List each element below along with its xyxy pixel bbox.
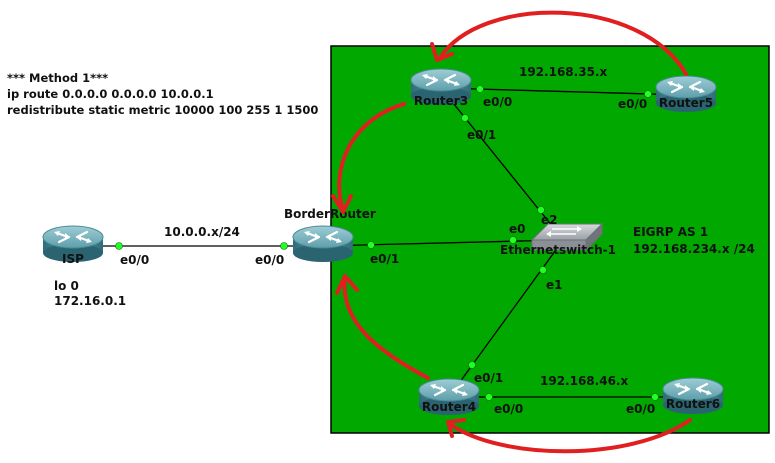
arrow-router6-to-router4-head <box>446 418 466 438</box>
eigrp-subnet-label: 192.168.234.x /24 <box>633 242 755 256</box>
port-dot <box>367 241 375 249</box>
ethernet-switch[interactable] <box>530 222 604 252</box>
arrow-router4-to-border-head <box>335 274 359 295</box>
router-4[interactable]: Router4 <box>417 377 481 417</box>
router-border[interactable] <box>291 224 355 264</box>
border-if-switch-label: e0/1 <box>370 252 399 266</box>
config-note-line-3: redistribute static metric 10000 100 255… <box>7 103 319 117</box>
subnet-46-label: 192.168.46.x <box>540 374 628 388</box>
port-dot <box>280 242 288 250</box>
router3-if-r5-label: e0/0 <box>483 95 512 109</box>
switch-port-e0-label: e0 <box>509 222 526 236</box>
router-5[interactable]: Router5 <box>654 74 718 114</box>
config-note-line-1: *** Method 1*** <box>7 71 109 85</box>
port-dot <box>476 85 484 93</box>
route-arrows <box>331 10 692 454</box>
port-dot <box>537 206 545 214</box>
router3-if-switch-label: e0/1 <box>467 128 496 142</box>
router-3[interactable]: Router3 <box>409 67 473 108</box>
link-router3-switch[interactable] <box>440 87 558 233</box>
isp-loopback-label: lo 0 <box>54 279 79 293</box>
router5-if-r3-label: e0/0 <box>618 97 647 111</box>
port-dot <box>115 242 123 250</box>
arrow-router3-to-border <box>337 102 406 212</box>
switch-port-e1-label: e1 <box>546 278 563 292</box>
isp-loopback-ip: 172.16.0.1 <box>54 294 126 308</box>
arrow-router6-to-router4 <box>448 418 692 454</box>
arrow-router5-to-router3-head <box>430 42 454 62</box>
router-6[interactable]: Router6 <box>661 376 725 416</box>
eigrp-as-label: EIGRP AS 1 <box>633 225 708 239</box>
port-dot <box>461 114 469 122</box>
port-dot <box>468 361 476 369</box>
link-dots <box>115 85 659 401</box>
link-border-switch[interactable] <box>322 239 561 247</box>
arrow-router3-to-border-head <box>331 194 353 214</box>
router4-if-r6-label: e0/0 <box>494 402 523 416</box>
router6-label: Router6 <box>666 397 720 411</box>
subnet-35-label: 192.168.35.x <box>519 65 607 79</box>
isp-interface-label: e0/0 <box>120 253 149 267</box>
router-isp[interactable]: ISP <box>41 224 105 266</box>
router4-if-switch-label: e0/1 <box>474 371 503 385</box>
arrow-router4-to-border <box>342 276 430 380</box>
border-if-isp-label: e0/0 <box>255 253 284 267</box>
router-isp-label: ISP <box>62 252 84 266</box>
arrow-router5-to-router3 <box>438 10 688 76</box>
router5-label: Router5 <box>659 96 713 110</box>
isp-link-subnet-label: 10.0.0.x/24 <box>164 225 240 239</box>
port-dot <box>509 236 517 244</box>
switch-port-e2-label: e2 <box>541 213 558 227</box>
config-note-line-2: ip route 0.0.0.0 0.0.0.0 10.0.0.1 <box>7 87 214 101</box>
switch-name-label: Ethernetswitch-1 <box>500 243 616 257</box>
port-dot <box>651 393 659 401</box>
config-note: *** Method 1*** ip route 0.0.0.0 0.0.0.0 … <box>7 70 318 118</box>
router3-label: Router3 <box>414 94 468 108</box>
port-dot <box>485 393 493 401</box>
port-dot <box>539 266 547 274</box>
border-router-label: BorderRouter <box>284 207 376 221</box>
router6-if-r4-label: e0/0 <box>626 402 655 416</box>
port-dot <box>644 90 652 98</box>
router4-label: Router4 <box>422 400 476 414</box>
